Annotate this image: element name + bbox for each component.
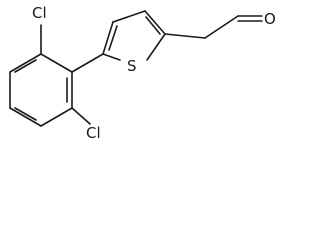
double-bond-inner: [14, 59, 37, 73]
chemical-structure: Cl Cl S O: [9, 4, 276, 140]
atom-label-chlorine: Cl: [86, 124, 101, 140]
bond: [146, 33, 166, 61]
bond: [40, 107, 73, 127]
bond: [102, 53, 121, 61]
atom-label-oxygen: O: [264, 10, 276, 28]
bond: [9, 107, 42, 127]
double-bond-inner: [108, 25, 118, 51]
bond-cho: [204, 15, 239, 39]
phenyl-ring: [9, 53, 73, 127]
double-bond-inner: [145, 16, 161, 35]
bond-biaryl: [71, 53, 104, 73]
bond: [144, 10, 166, 35]
thiophene-ring: [102, 10, 166, 61]
atom-label-sulfur: S: [127, 57, 137, 75]
bond-cl-bottom: [71, 107, 91, 125]
bond: [112, 10, 146, 23]
atom-label-chlorine: Cl: [32, 4, 47, 22]
bond: [102, 21, 114, 55]
bond-ch2: [164, 33, 206, 39]
double-bond-inner: [14, 107, 37, 121]
bond: [40, 53, 73, 73]
bond: [9, 53, 42, 73]
